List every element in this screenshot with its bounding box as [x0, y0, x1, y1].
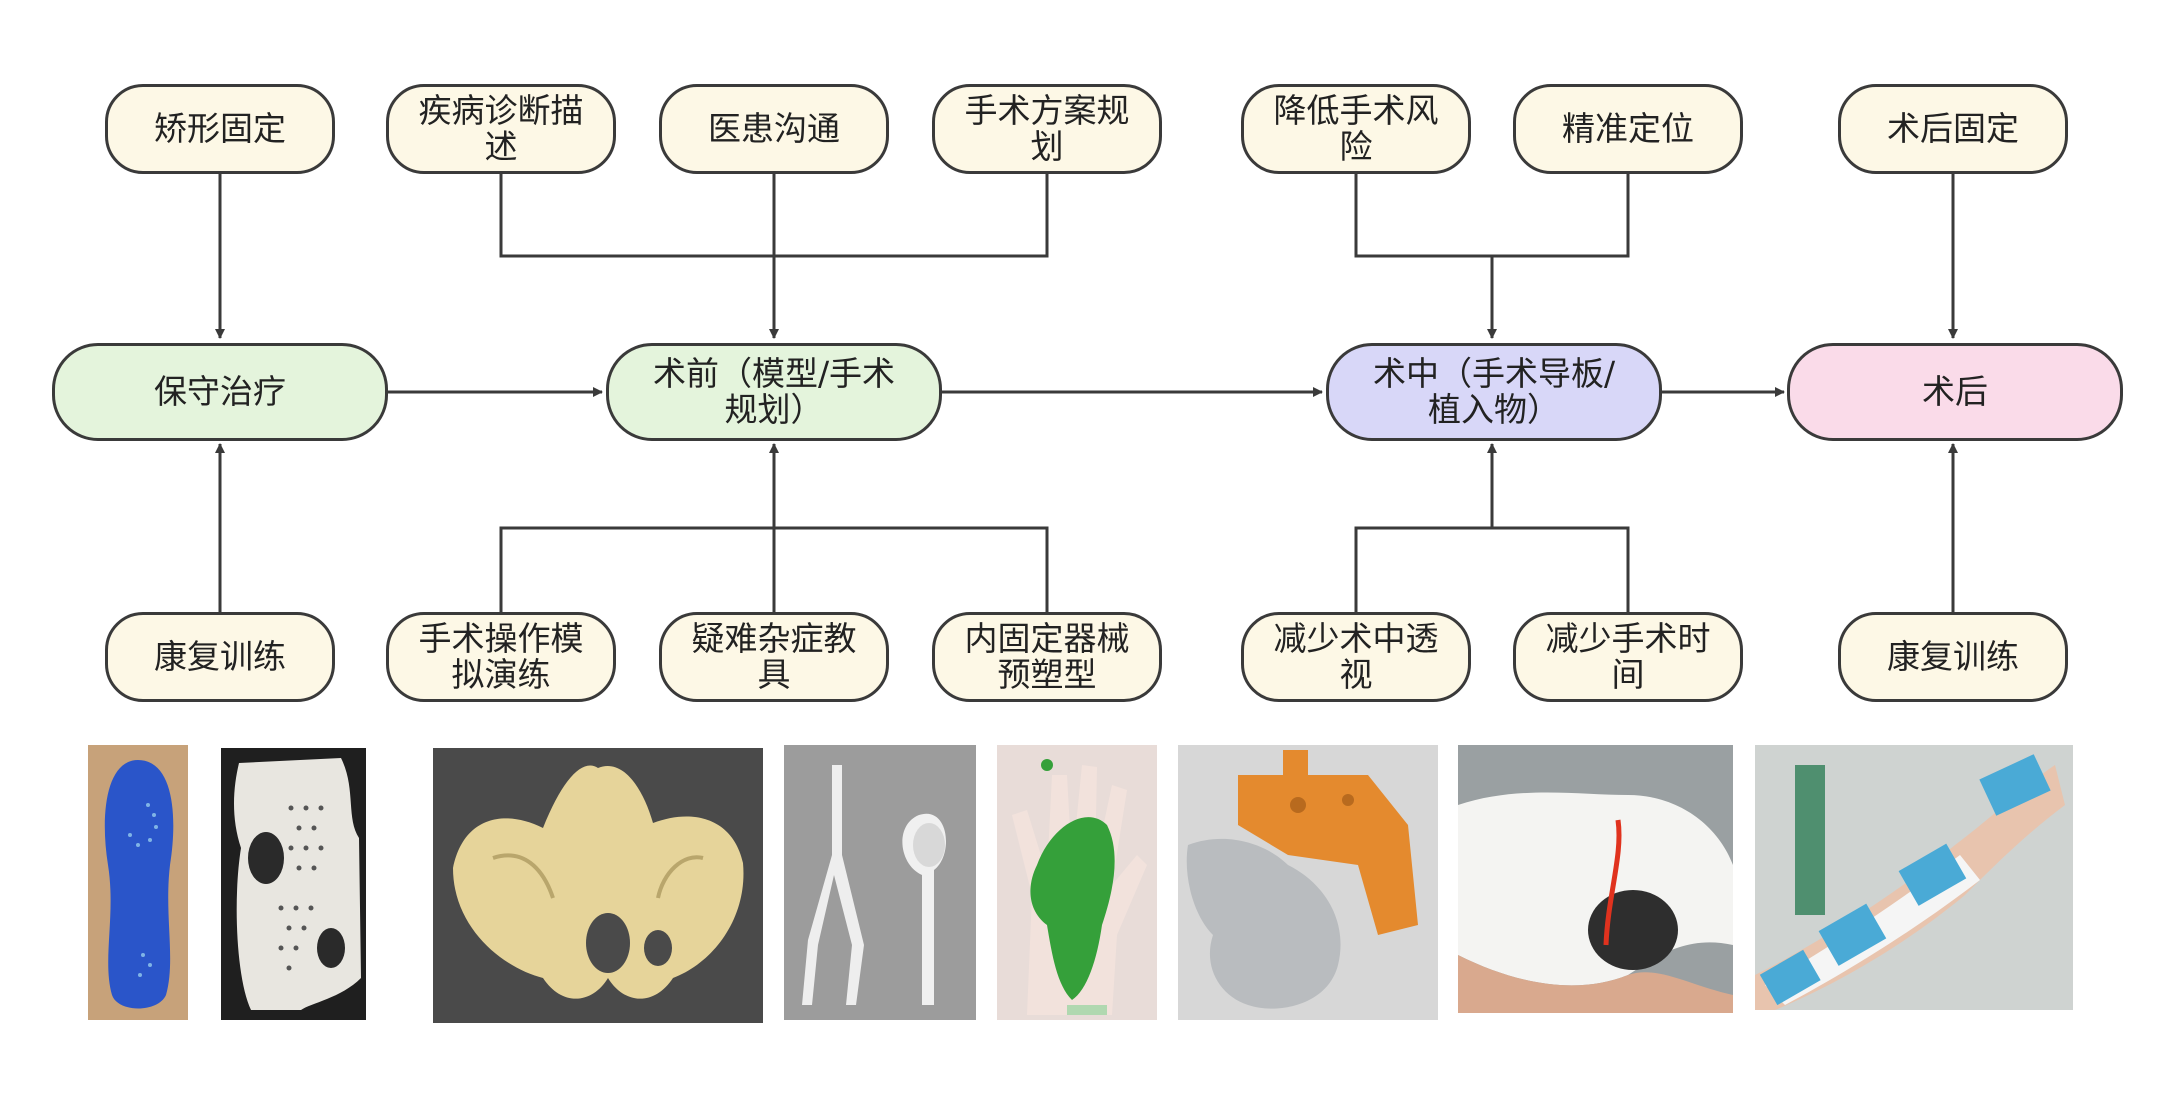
teaching-aids-label: 疑难杂症教具: [691, 619, 857, 694]
reduce-risk-node: 降低手术风险: [1241, 84, 1471, 174]
diagnosis-label: 疾病诊断描述: [418, 91, 584, 166]
communication-label: 医患沟通: [708, 109, 840, 148]
postop-node: 术后: [1787, 343, 2123, 441]
teaching-aids-node: 疑难杂症教具: [659, 612, 889, 702]
conservative-treatment-node: 保守治疗: [52, 343, 388, 441]
postop-label: 术后: [1922, 372, 1988, 411]
wrist-splint-photo: [1755, 745, 2073, 1010]
implant-photo: [1458, 745, 1733, 1013]
reduce-risk-label: 降低手术风险: [1273, 91, 1439, 166]
surgical-planning-label: 手术方案规划: [964, 91, 1130, 166]
precise-positioning-node: 精准定位: [1513, 84, 1743, 174]
surgical-guide-photo: [1178, 745, 1438, 1020]
surgery-simulation-node: 手术操作模拟演练: [386, 612, 616, 702]
orthosis-label: 矫形固定: [154, 109, 286, 148]
precise-positioning-label: 精准定位: [1562, 109, 1694, 148]
preshaping-label: 内固定器械预塑型: [964, 619, 1130, 694]
conservative-treatment-label: 保守治疗: [154, 372, 286, 411]
intraop-node: 术中（手术导板/植入物）: [1326, 343, 1662, 441]
surgical-planning-node: 手术方案规划: [932, 84, 1162, 174]
preop-node: 术前（模型/手术规划）: [606, 343, 942, 441]
rehab-right-label: 康复训练: [1887, 637, 2019, 676]
surgery-simulation-label: 手术操作模拟演练: [418, 619, 584, 694]
orthosis-node: 矫形固定: [105, 84, 335, 174]
reduce-time-node: 减少手术时间: [1513, 612, 1743, 702]
reduce-fluoroscopy-node: 减少术中透视: [1241, 612, 1471, 702]
communication-node: 医患沟通: [659, 84, 889, 174]
pelvis-model-photo: [433, 748, 763, 1023]
brace-photo: [221, 748, 366, 1020]
postop-fixation-node: 术后固定: [1838, 84, 2068, 174]
rehab-right-node: 康复训练: [1838, 612, 2068, 702]
preop-label: 术前（模型/手术规划）: [652, 354, 896, 429]
vessel-model-photo: [784, 745, 976, 1020]
rehab-left-node: 康复训练: [105, 612, 335, 702]
rehab-left-label: 康复训练: [154, 637, 286, 676]
postop-fixation-label: 术后固定: [1887, 109, 2019, 148]
reduce-time-label: 减少手术时间: [1545, 619, 1711, 694]
intraop-label: 术中（手术导板/植入物）: [1372, 354, 1616, 429]
hand-model-photo: [997, 745, 1157, 1020]
diagnosis-node: 疾病诊断描述: [386, 84, 616, 174]
reduce-fluoroscopy-label: 减少术中透视: [1273, 619, 1439, 694]
preshaping-node: 内固定器械预塑型: [932, 612, 1162, 702]
insole-photo: [88, 745, 188, 1020]
